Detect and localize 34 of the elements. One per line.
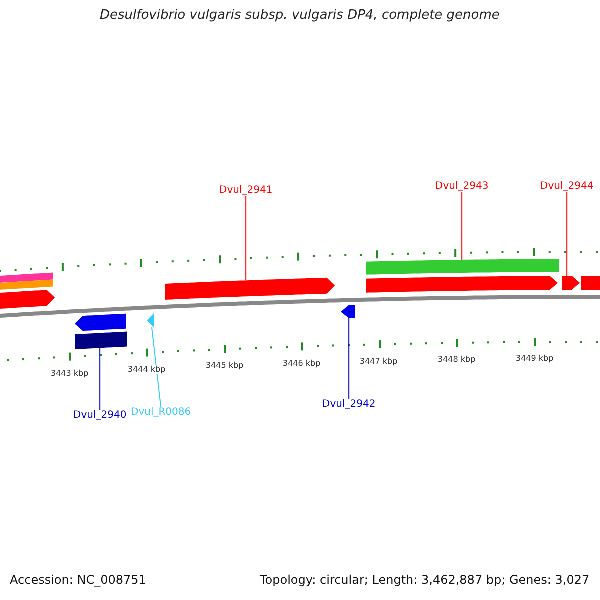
- leader-line: [246, 196, 247, 282]
- title: Desulfovibrio vulgaris subsp. vulgaris DP4, complete genome: [100, 9, 500, 24]
- gene-label: Dvul_2942: [322, 399, 376, 410]
- leader-line: [566, 192, 568, 277]
- gene-feature: [75, 314, 126, 332]
- gene-feature: [0, 290, 55, 309]
- leader-line: [100, 348, 101, 410]
- gene-feature: [366, 276, 558, 293]
- gene-feature: [147, 314, 154, 328]
- feature-bar: [0, 272, 53, 283]
- gene-label: Dvul_R0086: [131, 407, 192, 418]
- gene-feature: [165, 278, 335, 300]
- feature-bar: [0, 280, 53, 290]
- gene-label: Dvul_2944: [540, 181, 594, 192]
- leader-line: [152, 327, 162, 408]
- feature-bar: [581, 276, 600, 290]
- tick-label: 3449 kbp: [516, 354, 554, 364]
- gene-label: Dvul_2943: [436, 181, 489, 192]
- leader-line: [348, 318, 350, 400]
- gene-label: Dvul_2940: [74, 410, 127, 422]
- tick-label: 3447 kbp: [360, 356, 398, 366]
- tick-label: 3448 kbp: [438, 355, 476, 364]
- feature-bar: [366, 259, 559, 275]
- gene-label: Dvul_2941: [220, 185, 273, 196]
- tick-label: 3446 kbp: [283, 358, 321, 368]
- tick-label: 3444 kbp: [128, 364, 166, 374]
- accession-note: Accession: NC_008751: [10, 574, 146, 588]
- tick-label: 3445 kbp: [206, 361, 244, 371]
- gene-feature: [341, 305, 355, 318]
- genome-stats-note: Topology: circular; Length: 3,462,887 bp; Genes: 3,027: [260, 574, 590, 588]
- tick-label: 3443 kbp: [51, 368, 89, 378]
- leader-line: [462, 192, 463, 260]
- feature-bar: [75, 332, 127, 350]
- gene-feature: [562, 276, 580, 290]
